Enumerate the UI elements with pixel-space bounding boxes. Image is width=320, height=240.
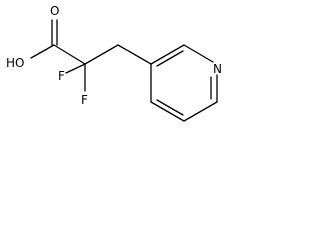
bond-c2-c3 bbox=[84, 44, 119, 65]
atom-label-fluorine-bottom: F bbox=[81, 93, 88, 107]
pyridine-ring bbox=[150, 44, 218, 122]
carboxyl-group bbox=[30, 19, 86, 65]
ring-bond-1 bbox=[150, 44, 185, 65]
bond-c1-c2 bbox=[53, 44, 86, 65]
ring-bond-4 bbox=[183, 101, 218, 122]
atom-label-nitrogen: N bbox=[213, 62, 222, 76]
atom-label-hydroxyl: HO bbox=[6, 56, 24, 70]
atom-label-fluorine-left: F bbox=[58, 69, 65, 83]
ring-bond-5-inner bbox=[156, 99, 184, 116]
structure-diagram: O HO F F N bbox=[6, 4, 222, 122]
ring-bond-2 bbox=[183, 44, 214, 63]
bond-c1-oh bbox=[30, 44, 55, 59]
bond-c2-f-left bbox=[65, 63, 86, 74]
bond-c3-ring bbox=[117, 44, 152, 65]
difluoro-carbon bbox=[65, 44, 152, 92]
atom-label-carbonyl-oxygen: O bbox=[50, 4, 59, 18]
ring-bond-5 bbox=[150, 101, 185, 122]
ring-bond-1-inner bbox=[156, 50, 184, 67]
